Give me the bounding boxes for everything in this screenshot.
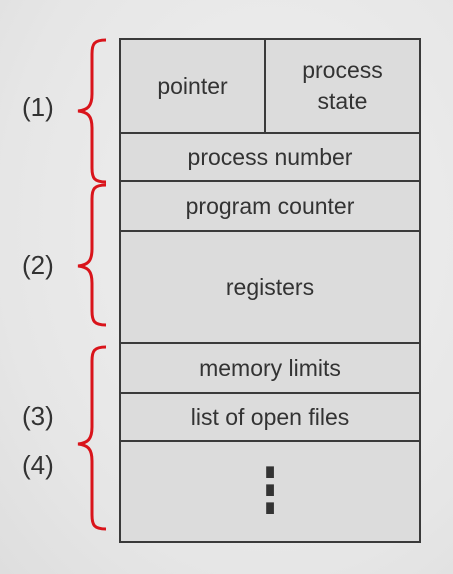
pcb-row-memory-limits: memory limits <box>121 344 419 394</box>
pcb-row-open-files: list of open files <box>121 394 419 442</box>
pcb-cell-divider <box>264 40 266 132</box>
pcb-row-program-counter: program counter <box>121 182 419 232</box>
brace-group-2 <box>77 183 107 327</box>
group-label-2: (2) <box>22 250 54 280</box>
pcb-cell-pointer: pointer <box>157 72 228 99</box>
group-label-4: (4) <box>22 450 54 480</box>
pcb-row-pointer-state <box>121 40 419 134</box>
group-label-1: (1) <box>22 92 54 122</box>
brace-group-1 <box>77 38 107 184</box>
ellipsis-icon: ⋮ <box>248 456 292 526</box>
process-control-block: pointer process state process number pro… <box>119 38 421 543</box>
pcb-row-process-number: process number <box>121 134 419 182</box>
group-label-3: (3) <box>22 401 54 431</box>
pcb-row-ellipsis: ⋮ <box>121 442 419 541</box>
pcb-cell-process-state: process state <box>302 57 383 114</box>
brace-group-3-4 <box>77 345 107 531</box>
pcb-row-registers: registers <box>121 232 419 344</box>
